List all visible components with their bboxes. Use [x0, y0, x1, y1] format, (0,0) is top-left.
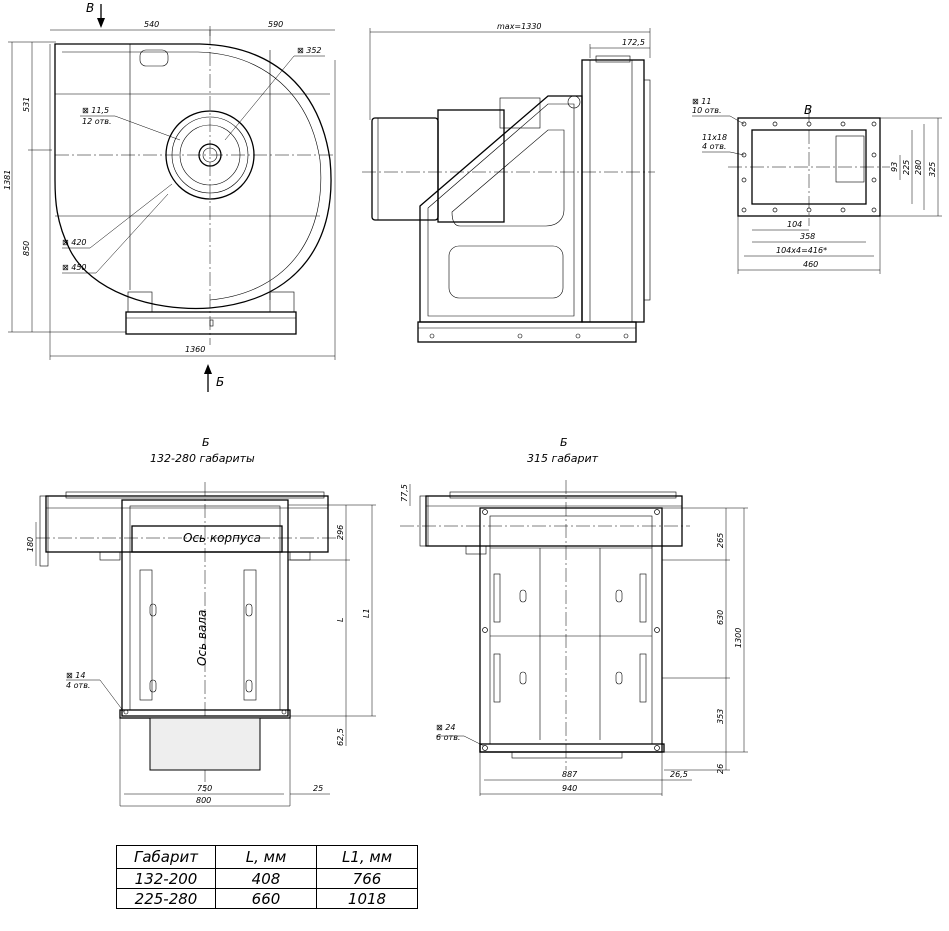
table-cell: 132-200: [116, 868, 216, 889]
outlet-slots-count: 4 отв.: [702, 142, 726, 151]
dim-325: 325: [928, 162, 937, 177]
dim-280: 280: [914, 160, 923, 175]
table-header: Габарит: [116, 845, 216, 869]
outlet-holes-count: 10 отв.: [692, 106, 722, 115]
dim-L: L: [336, 618, 345, 622]
d352-label: ⊠ 352: [297, 46, 322, 55]
table-header: L, мм: [215, 845, 317, 869]
dim-180: 180: [26, 537, 35, 552]
table-row: 132-200 408 766: [116, 868, 418, 889]
view-b-small: Б 132-280 габариты Ось корпуса Ось вала …: [26, 436, 376, 807]
dim-353: 353: [716, 709, 725, 724]
dim-775: 77,5: [400, 484, 409, 502]
table-header: L1, мм: [316, 845, 418, 869]
outlet-title: В: [804, 103, 812, 117]
table-cell: 408: [215, 868, 317, 889]
dim-1360: 1360: [185, 345, 205, 354]
outlet-view: В ⊠ 11 10 отв. 11x18 4 отв. 104 358 104x…: [692, 97, 942, 274]
outlet-holes: ⊠ 11: [692, 97, 711, 106]
arrow-v-icon: [97, 18, 105, 28]
dim-531: 531: [22, 97, 31, 112]
dim-887: 887: [562, 770, 578, 779]
table-cell: 660: [215, 888, 317, 909]
dim-26: 26: [716, 764, 725, 774]
hole-count-label: 12 отв.: [82, 117, 112, 126]
b1-hole: ⊠ 14: [66, 671, 85, 680]
table-cell: 1018: [316, 888, 418, 909]
dim-L1: L1: [362, 608, 371, 618]
view-b1-caption: 132-280 габариты: [150, 452, 255, 465]
dim-225: 225: [902, 160, 911, 175]
view-b-large: Б 315 габарит 77,5: [400, 436, 748, 796]
dim-max: max=1330: [497, 22, 542, 31]
dim-630: 630: [716, 610, 725, 625]
dim-1300: 1300: [734, 628, 743, 648]
dim-850: 850: [22, 241, 31, 256]
d450-label: ⊠ 450: [62, 263, 87, 272]
dim-265: 265: [716, 533, 725, 548]
dim-940: 940: [562, 784, 577, 793]
view-b2-arrow: Б: [560, 436, 568, 449]
view-b2-caption: 315 габарит: [527, 452, 599, 465]
dim-590: 590: [268, 20, 283, 29]
table-cell: 225-280: [116, 888, 216, 909]
table-row: 225-280 660 1018: [116, 888, 418, 909]
dim-800: 800: [196, 796, 211, 805]
axis-shaft-label: Ось вала: [195, 610, 209, 666]
dim-104: 104: [787, 220, 802, 229]
arrow-b-label: Б: [216, 375, 224, 389]
dim-358: 358: [800, 232, 815, 241]
b2-hole: ⊠ 24: [436, 723, 455, 732]
dim-460: 460: [803, 260, 818, 269]
table-cell: 766: [316, 868, 418, 889]
dim-540: 540: [144, 20, 159, 29]
dim-750: 750: [197, 784, 212, 793]
front-view: В 540 590 1381 531 850: [3, 1, 336, 392]
b2-hole-count: 6 отв.: [436, 733, 460, 742]
dim-172: 172,5: [622, 38, 645, 47]
table-header-row: Габарит L, мм L1, мм: [116, 845, 418, 869]
arrow-v-label: В: [86, 1, 94, 15]
view-b1-arrow: Б: [202, 436, 210, 449]
size-table: Габарит L, мм L1, мм 132-200 408 766 225…: [116, 845, 418, 909]
dim-1381: 1381: [3, 170, 12, 190]
dim-25: 25: [313, 784, 323, 793]
hole-size-label: ⊠ 11,5: [82, 106, 109, 115]
dim-62: 62,5: [336, 728, 345, 746]
outlet-slots: 11x18: [702, 133, 727, 142]
dim-296: 296: [336, 525, 345, 540]
axis-body-label: Ось корпуса: [183, 531, 261, 545]
dim-26-5: 26,5: [670, 770, 688, 779]
b1-hole-count: 4 отв.: [66, 681, 90, 690]
d420-label: ⊠ 420: [62, 238, 87, 247]
side-view: max=1330 172,5: [362, 22, 655, 343]
arrow-b-icon: [204, 364, 212, 374]
dim-pitch: 104x4=416*: [776, 246, 827, 255]
dim-93: 93: [890, 162, 899, 172]
